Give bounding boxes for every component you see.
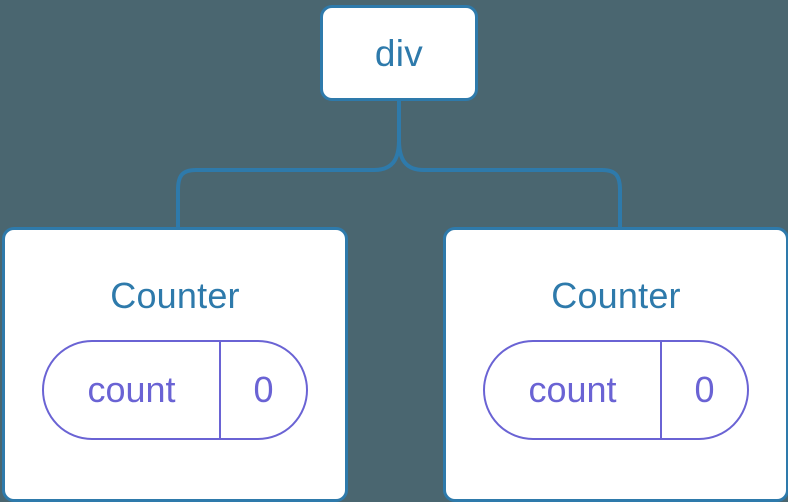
node-counter-1[interactable]: Counter count 0 <box>2 227 348 502</box>
state-key-cell: count <box>44 342 221 438</box>
connector-right-branch <box>397 138 622 232</box>
state-value-cell: 0 <box>662 342 747 438</box>
node-div[interactable]: div <box>320 5 478 101</box>
state-pill-counter-2[interactable]: count 0 <box>483 340 749 440</box>
state-value-cell: 0 <box>221 342 306 438</box>
node-counter-2[interactable]: Counter count 0 <box>443 227 788 502</box>
node-counter-2-label: Counter <box>551 275 681 316</box>
state-key-label: count <box>528 369 617 410</box>
node-div-label: div <box>374 32 424 74</box>
state-key-cell: count <box>485 342 662 438</box>
state-pill-counter-1[interactable]: count 0 <box>42 340 308 440</box>
state-key-label: count <box>87 369 176 410</box>
state-value-label: 0 <box>253 369 274 410</box>
state-value-label: 0 <box>694 369 715 410</box>
connector-left-branch <box>176 98 401 232</box>
node-counter-1-label: Counter <box>110 275 240 316</box>
